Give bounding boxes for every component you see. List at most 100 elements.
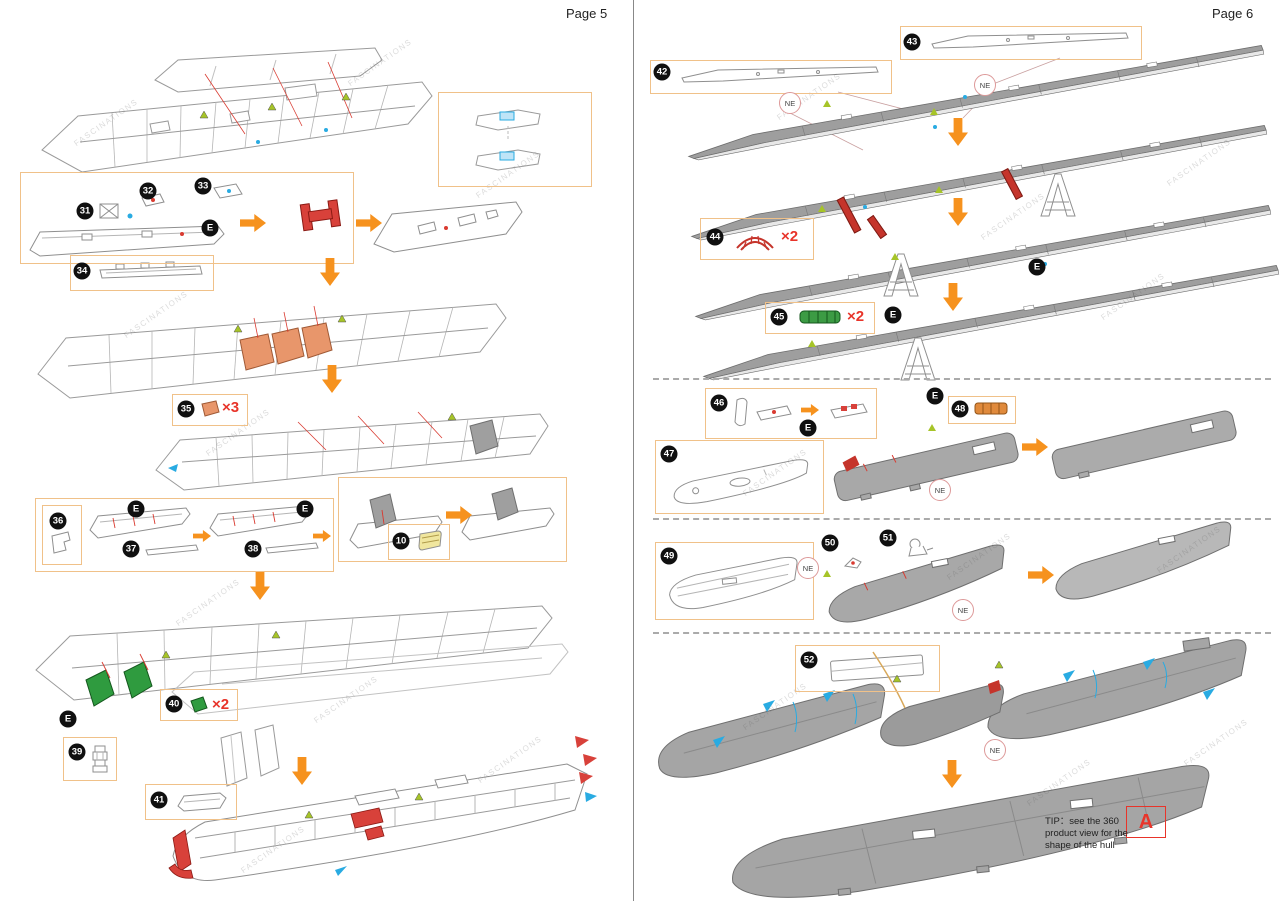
step-box-10-assembly: [338, 477, 567, 562]
figure-final-assembly: [168, 724, 597, 881]
figure-step34-part: [99, 261, 203, 279]
e-badge: E: [201, 219, 219, 237]
figure-step49-outline: [669, 556, 798, 610]
page-label: Page 5: [566, 6, 608, 21]
triangle-marker-icon: [808, 340, 816, 347]
multiplier-x3: ×3: [222, 399, 240, 416]
step-badge-37: 37: [122, 540, 140, 558]
step-box-35: [172, 394, 248, 426]
figure-hull-side-work: [833, 432, 1019, 502]
step-box-45: [765, 302, 875, 334]
step-badge-41: 41: [150, 791, 168, 809]
step-box-42: [650, 60, 892, 94]
step-badge-31: 31: [76, 202, 94, 220]
figure-step51-part: [908, 538, 934, 557]
figure-step10-part: [418, 530, 442, 551]
ne-badge: NE: [929, 479, 951, 501]
ne-badge: NE: [779, 92, 801, 114]
step-box-43: [900, 26, 1142, 60]
figure-step40-part: [190, 696, 208, 713]
tip-line-1: TIP：see the 360: [1045, 816, 1119, 827]
tip-line-3: shape of the hull: [1045, 840, 1115, 851]
section-divider: [653, 378, 1271, 380]
step-badge-48: 48: [951, 400, 969, 418]
step-box-44: [700, 218, 814, 260]
e-badge: E: [884, 306, 902, 324]
page-divider: [633, 0, 634, 901]
figure-trestle-stand: [883, 253, 919, 297]
figure-hull-bottom-result: [1055, 521, 1232, 600]
step-badge-36: 36: [49, 512, 67, 530]
step-box-36-inner: [42, 505, 82, 565]
tip-line-2: product view for the: [1045, 828, 1128, 839]
figure-hull-frame-top: [41, 47, 433, 173]
section-divider: [653, 632, 1271, 634]
ne-badge: NE: [984, 739, 1006, 761]
page-5: Page 5 FASCINATIONS FASCINATIONS FASCINA…: [0, 0, 633, 901]
figure-step44-arch: [736, 235, 774, 251]
figure-step36-38-parts: [51, 505, 319, 556]
step-box-52: [795, 645, 940, 692]
step-badge-47: 47: [660, 445, 678, 463]
cyan-dot-marker: [963, 95, 967, 99]
step-box-31-33: [20, 172, 354, 264]
e-badge: E: [127, 500, 145, 518]
ne-badge: NE: [797, 557, 819, 579]
step-badge-51: 51: [879, 529, 897, 547]
figure-step43-spar: [931, 32, 1129, 49]
step-badge-44: 44: [706, 228, 724, 246]
step-box-49: [655, 542, 814, 620]
step-badge-35: 35: [177, 400, 195, 418]
step-badge-43: 43: [903, 33, 921, 51]
figure-step46-parts: [734, 397, 792, 427]
figure-keel-strip-3: [694, 204, 1272, 321]
step-box-40: [160, 689, 238, 721]
multiplier-x2: ×2: [212, 696, 230, 713]
page-label: Page 6: [1212, 6, 1254, 21]
page-6: Page 6 FASCINATIONS FASCINATIONS FASCINA…: [633, 0, 1280, 901]
step-box-10: [388, 524, 450, 560]
step-box-41: [145, 784, 237, 820]
e-badge: E: [1028, 258, 1046, 276]
step-box-39: [63, 737, 117, 781]
figure-trestle-stand: [900, 337, 936, 381]
step-badge-40: 40: [165, 695, 183, 713]
detail-inset-box: [438, 92, 592, 187]
triangle-marker-icon: [891, 253, 899, 260]
figure-step47-deck: [673, 459, 809, 504]
multiplier-x2: ×2: [847, 308, 865, 325]
step-badge-38: 38: [244, 540, 262, 558]
step-box-47: [655, 440, 824, 514]
ne-badge: NE: [952, 599, 974, 621]
figure-bulkhead-assembly: [349, 487, 555, 549]
figure-step42-spar: [681, 66, 879, 83]
figure-step50-part: [843, 557, 862, 569]
step-box-34: [70, 255, 214, 291]
figure-hull-frame-3: [155, 411, 549, 491]
step-badge-46: 46: [710, 394, 728, 412]
figure-trestle-stand: [1040, 173, 1076, 217]
figure-step35-part: [201, 400, 220, 417]
step-box-36-38: [35, 498, 334, 572]
figure-step48-part: [974, 402, 1008, 415]
cyan-dot-marker: [863, 205, 867, 209]
figure-panel-result: [373, 201, 523, 253]
step-badge-33: 33: [194, 177, 212, 195]
triangle-marker-icon: [823, 570, 831, 577]
section-divider: [653, 518, 1271, 520]
figure-inset-parts: [475, 109, 541, 171]
step-badge-52: 52: [800, 651, 818, 669]
figure-hull-frame-4: [35, 605, 569, 715]
triangle-marker-icon: [930, 108, 938, 115]
figure-final-hull: [732, 765, 1210, 898]
figure-red-bracket: [299, 199, 342, 232]
ne-badge: NE: [974, 74, 996, 96]
figure-keel-strip-2: [690, 124, 1268, 241]
step-badge-42: 42: [653, 63, 671, 81]
step-box-46: [705, 388, 877, 439]
step-badge-45: 45: [770, 308, 788, 326]
figure-step31-parts: [29, 183, 243, 257]
figure-step39-part: [92, 745, 108, 773]
cyan-dot-marker: [933, 125, 937, 129]
